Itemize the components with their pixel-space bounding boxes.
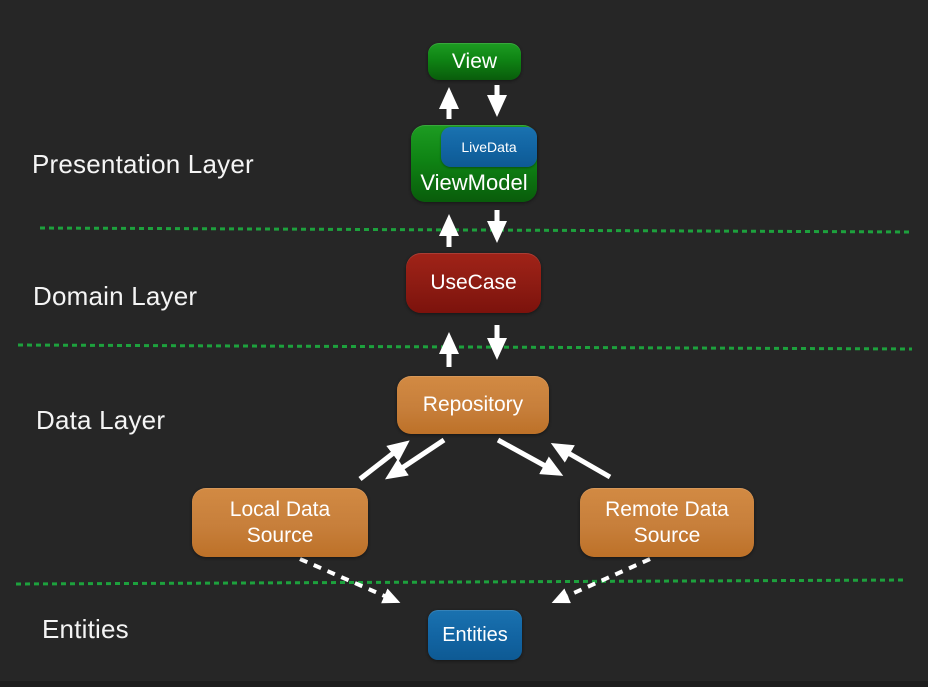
- dashed-arrow-local-to-entities: [299, 557, 401, 604]
- divider-presentation-domain: [39, 226, 913, 234]
- layer-label-data: Data Layer: [36, 405, 166, 435]
- arrow-remote-to-repository: [550, 443, 612, 480]
- arrow-repository-to-local: [385, 437, 446, 480]
- node-local-data-source-label: Local Data Source: [229, 497, 331, 547]
- layer-label-domain: Domain Layer: [33, 281, 198, 311]
- node-repository-label: Repository: [422, 393, 524, 416]
- node-usecase-label: UseCase: [430, 271, 517, 294]
- node-remote-data-source: Remote Data Source: [580, 488, 754, 557]
- dashed-arrow-remote-to-entities: [551, 557, 651, 604]
- node-view-label: View: [451, 49, 498, 73]
- livedata-badge-label: LiveData: [461, 139, 517, 155]
- node-local-data-source: Local Data Source: [192, 488, 368, 557]
- layer-label-presentation: Presentation Layer: [32, 149, 254, 179]
- node-entities: Entities: [428, 610, 522, 660]
- arrow-local-to-repository: [358, 440, 410, 481]
- node-viewmodel: LiveData ViewModel: [411, 125, 537, 202]
- livedata-badge: LiveData: [441, 127, 537, 167]
- node-remote-data-source-label: Remote Data Source: [605, 497, 729, 547]
- bottom-edge-shadow: [0, 681, 928, 687]
- node-repository: Repository: [397, 376, 549, 434]
- arrow-repository-to-remote: [496, 437, 564, 476]
- divider-data-entities: [15, 578, 906, 586]
- node-viewmodel-label: ViewModel: [420, 170, 528, 195]
- layer-label-entities: Entities: [42, 614, 129, 644]
- divider-domain-data: [17, 343, 913, 351]
- node-view: View: [428, 43, 521, 80]
- node-entities-label: Entities: [442, 624, 508, 646]
- node-usecase: UseCase: [406, 253, 541, 313]
